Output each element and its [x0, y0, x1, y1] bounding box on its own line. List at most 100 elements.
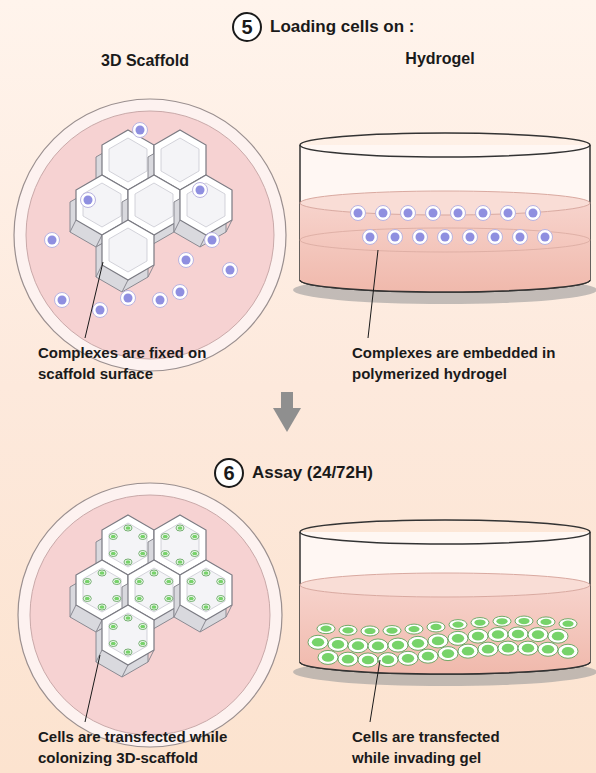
- cell: [528, 628, 548, 642]
- cell-nucleus: [137, 580, 142, 584]
- cell-nucleus: [140, 642, 145, 646]
- cell: [187, 579, 195, 585]
- cell-nucleus: [408, 626, 419, 632]
- cell-nucleus: [226, 266, 235, 275]
- cell-nucleus: [176, 288, 185, 297]
- cell-nucleus: [111, 535, 116, 539]
- cell: [405, 624, 423, 634]
- cell-nucleus: [354, 209, 363, 218]
- cell: [501, 206, 516, 221]
- cell: [398, 651, 418, 665]
- cell: [438, 230, 453, 245]
- cell: [559, 619, 577, 629]
- cell-nucleus: [126, 650, 131, 654]
- cell-nucleus: [332, 640, 344, 649]
- cell: [121, 291, 136, 306]
- cell: [161, 534, 169, 540]
- cell: [176, 559, 184, 565]
- cell-nucleus: [166, 580, 171, 584]
- cell-nucleus: [462, 647, 474, 656]
- cell: [463, 230, 478, 245]
- cell-nucleus: [452, 634, 464, 643]
- cell-nucleus: [522, 644, 534, 653]
- cell: [217, 596, 225, 602]
- column-heading: Hydrogel: [405, 48, 474, 69]
- cell: [176, 525, 184, 531]
- cell: [418, 649, 438, 663]
- cell-nucleus: [163, 535, 168, 539]
- cell: [361, 626, 379, 636]
- cell-nucleus: [532, 630, 544, 639]
- cell-nucleus: [474, 619, 485, 625]
- cell: [537, 617, 555, 627]
- cell: [526, 206, 541, 221]
- cell-nucleus: [372, 642, 384, 651]
- cell: [368, 639, 388, 653]
- caption: Cells are transfected while colonizing 3…: [38, 726, 266, 768]
- cell-nucleus: [111, 552, 116, 556]
- cell-nucleus: [178, 526, 183, 530]
- step-number: 5: [232, 12, 262, 42]
- cell-nucleus: [391, 233, 400, 242]
- cell-nucleus: [404, 209, 413, 218]
- cell-nucleus: [322, 653, 334, 662]
- caption: Cells are transfected while invading gel: [352, 726, 532, 768]
- cell: [165, 579, 173, 585]
- cell: [558, 644, 578, 658]
- cell-nucleus: [140, 625, 145, 629]
- cell: [378, 653, 398, 667]
- cell: [338, 652, 358, 666]
- cell-nucleus: [156, 296, 165, 305]
- cell-nucleus: [152, 571, 157, 575]
- cell: [401, 206, 416, 221]
- caption: Complexes are fixed on scaffold surface: [38, 342, 216, 384]
- cell-nucleus: [382, 655, 394, 664]
- cell: [318, 650, 338, 664]
- cell: [139, 624, 147, 630]
- cell: [518, 641, 538, 655]
- cell: [191, 534, 199, 540]
- cell: [45, 233, 60, 248]
- cell: [55, 293, 70, 308]
- cell: [538, 230, 553, 245]
- cell: [438, 647, 458, 661]
- cell-nucleus: [96, 306, 105, 315]
- cell-nucleus: [196, 186, 205, 195]
- cell-nucleus: [454, 209, 463, 218]
- cell: [317, 624, 335, 634]
- cell: [468, 629, 488, 643]
- cell-nucleus: [111, 642, 116, 646]
- cell-nucleus: [562, 647, 574, 656]
- cell: [223, 263, 238, 278]
- cell: [81, 193, 96, 208]
- cell: [376, 206, 391, 221]
- cell-nucleus: [84, 196, 93, 205]
- cell-nucleus: [342, 655, 354, 664]
- step-title: Loading cells on :: [270, 17, 415, 37]
- cell: [388, 230, 403, 245]
- cell-nucleus: [432, 637, 444, 646]
- cell: [426, 206, 441, 221]
- cell-nucleus: [126, 560, 131, 564]
- cell-nucleus: [166, 597, 171, 601]
- cell-nucleus: [204, 571, 209, 575]
- cell-nucleus: [416, 233, 425, 242]
- cell: [139, 534, 147, 540]
- cell-nucleus: [140, 535, 145, 539]
- cell: [428, 634, 448, 648]
- cell-nucleus: [366, 233, 375, 242]
- cell-nucleus: [466, 233, 475, 242]
- cell-nucleus: [482, 645, 494, 654]
- cell-nucleus: [430, 624, 441, 630]
- cell: [363, 230, 378, 245]
- cell: [109, 551, 117, 557]
- cell: [458, 644, 478, 658]
- cell-nucleus: [192, 535, 197, 539]
- cell: [124, 649, 132, 655]
- cell-nucleus: [379, 209, 388, 218]
- cell: [217, 579, 225, 585]
- cell: [83, 579, 91, 585]
- cell: [308, 635, 328, 649]
- cell-nucleus: [192, 552, 197, 556]
